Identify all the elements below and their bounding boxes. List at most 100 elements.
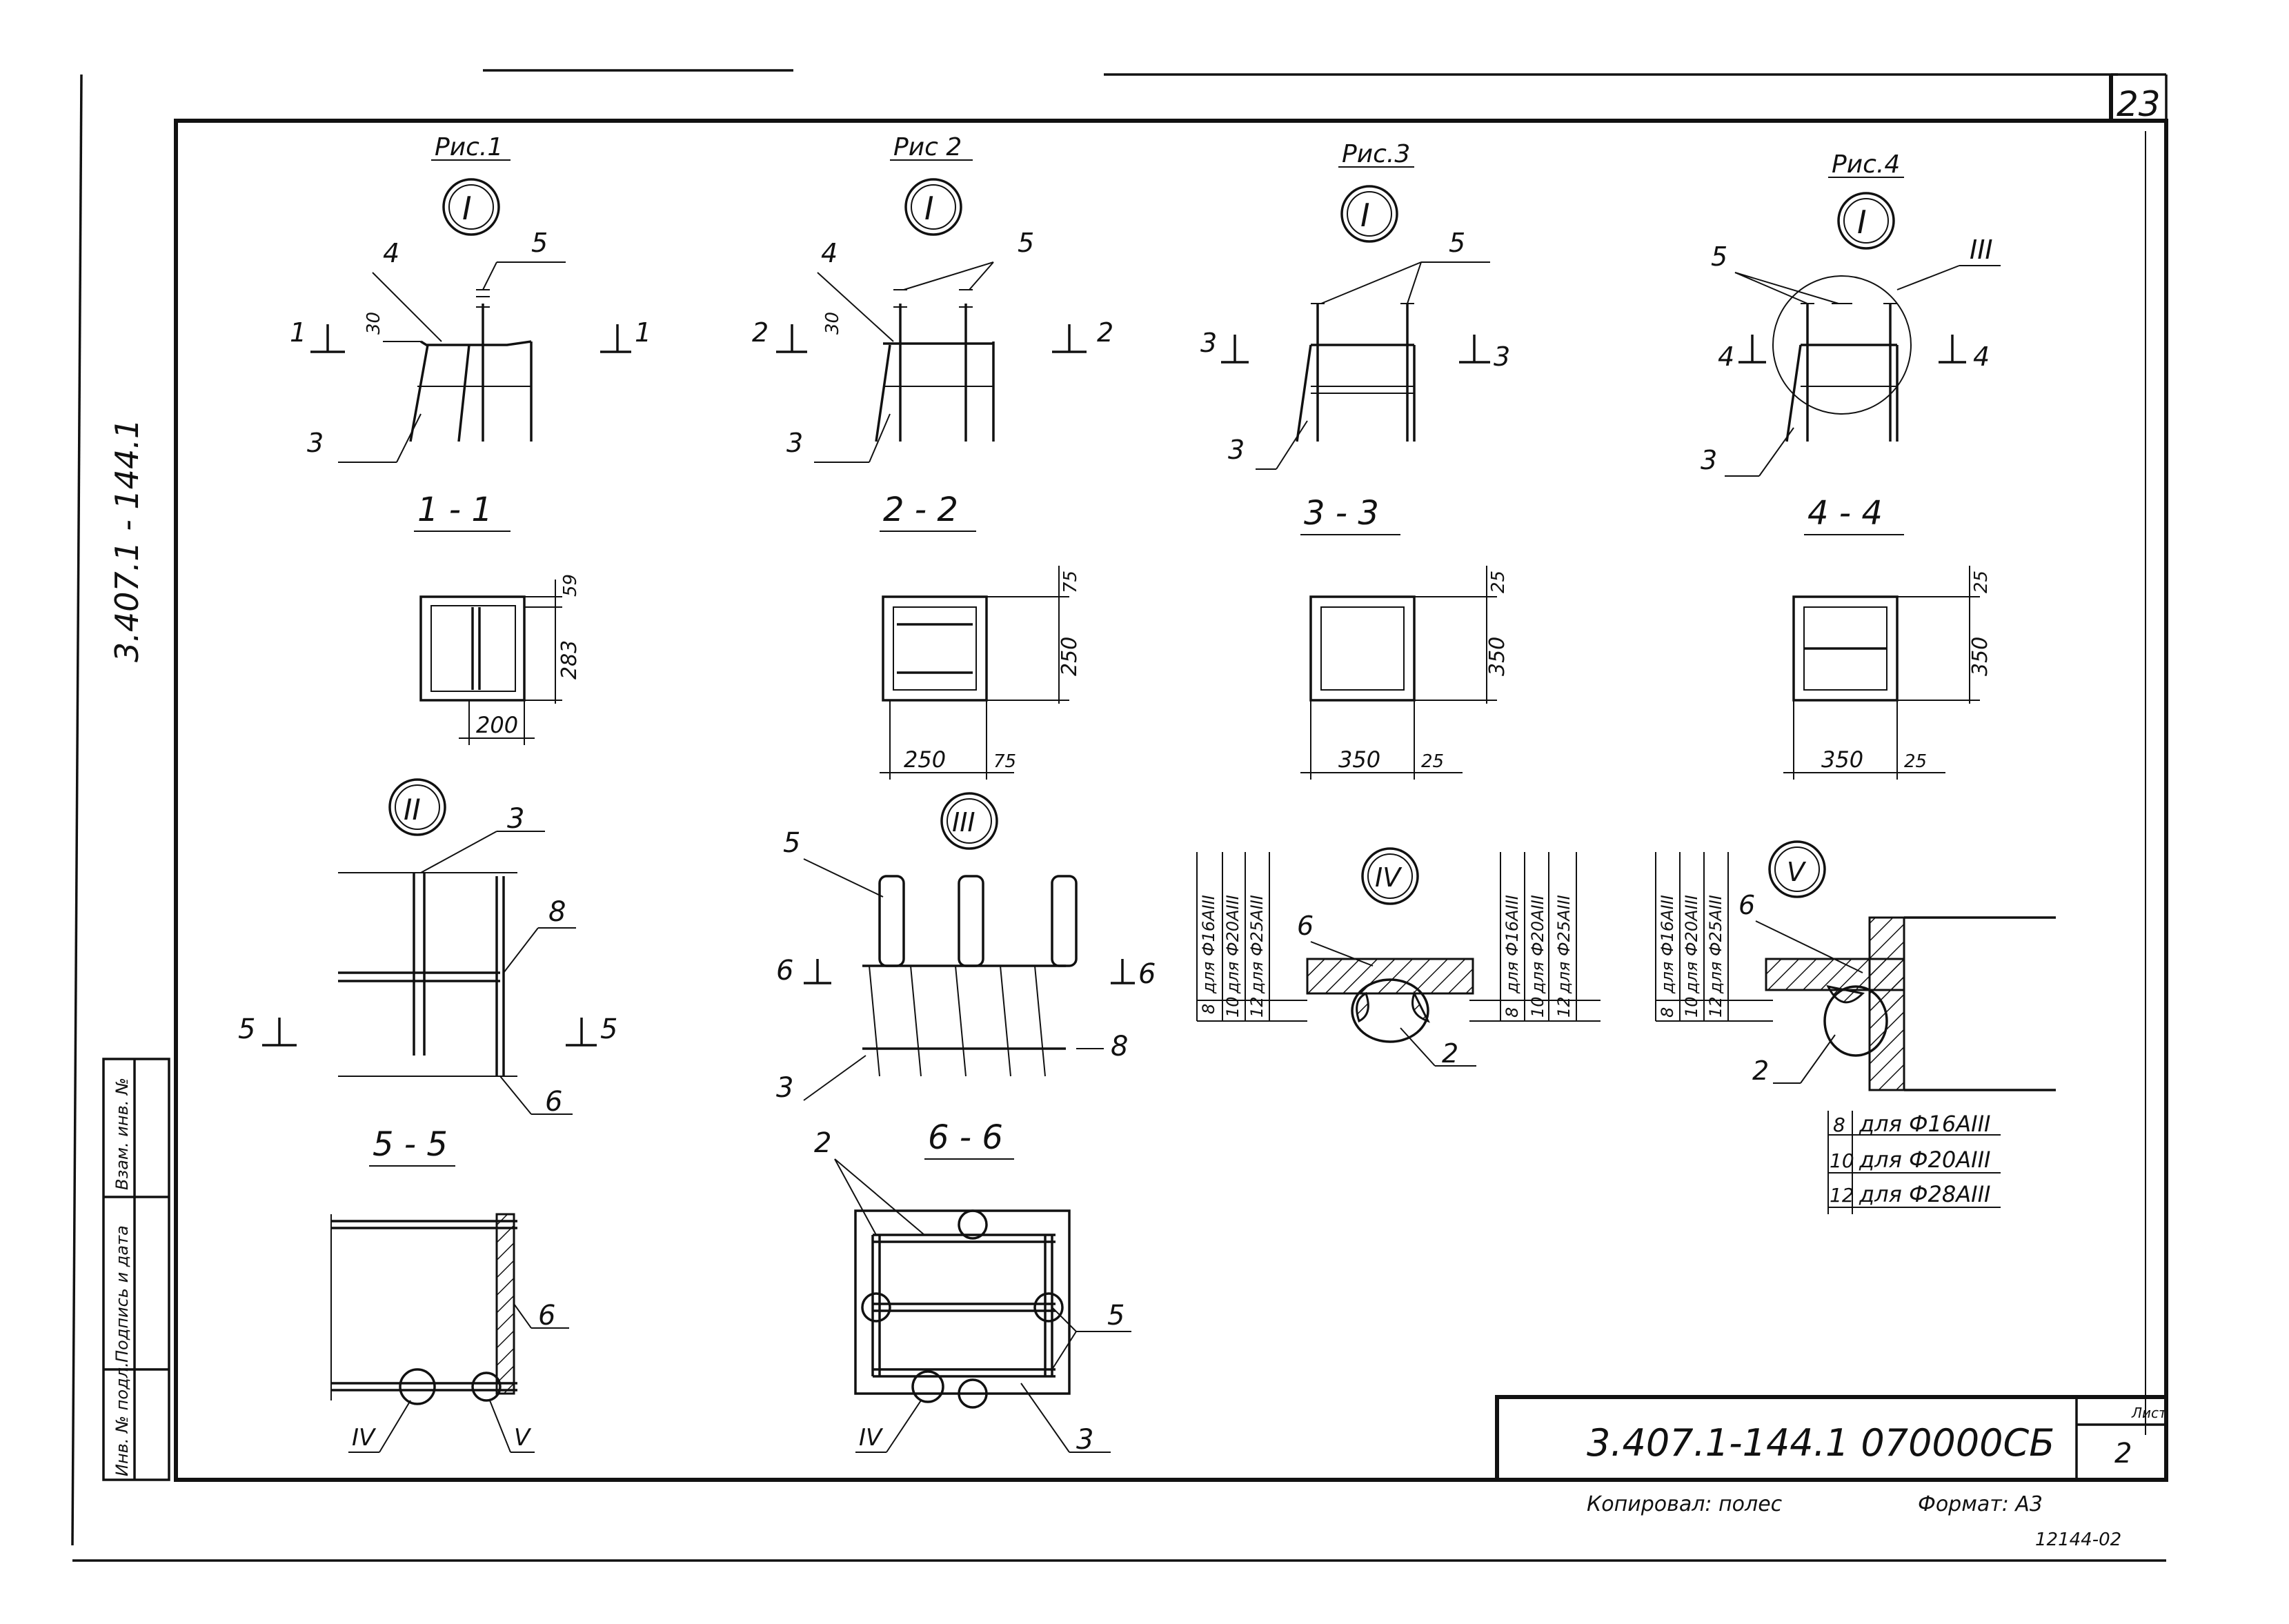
- dim: 283: [557, 640, 582, 680]
- callout-2: 2: [1442, 1038, 1458, 1069]
- list-number: 2: [2114, 1438, 2132, 1469]
- weld-size: 10: [1528, 996, 1547, 1018]
- dim: 350: [1821, 746, 1863, 773]
- weld-size: 8: [1658, 1007, 1677, 1018]
- weld-label: для Ф20АIII: [1528, 895, 1547, 994]
- dim: 350: [1338, 746, 1380, 773]
- weld-label: для Ф20АIII: [1682, 895, 1701, 994]
- figure-title: Рис.3: [1342, 140, 1410, 168]
- doc-code: 3.407.1-144.1 070000СБ: [1587, 1421, 2054, 1465]
- cut-right: 3: [1494, 341, 1510, 372]
- dim-30: 30: [364, 312, 384, 335]
- list-label: Лист: [2131, 1405, 2168, 1421]
- callout-v: V: [514, 1424, 532, 1452]
- figure-ris1: Рис.1 I 30 1 1 4 5 3: [290, 133, 651, 463]
- cut-left: 2: [752, 317, 769, 348]
- weld-label: для Ф16АIII: [1859, 1111, 1990, 1137]
- callout-iv: IV: [859, 1424, 884, 1452]
- cut-left: 6: [776, 955, 793, 987]
- callout-3: 3: [1701, 445, 1717, 475]
- weld-size: 10: [1682, 996, 1701, 1018]
- side-code: 3.407.1 - 144.1: [108, 419, 146, 662]
- section-4-4: 4 - 4 25 350 350 25: [1783, 494, 1992, 780]
- node-label: IV: [1375, 862, 1403, 893]
- stamp-col-3: Взам. инв. №: [112, 1078, 132, 1190]
- cut-left: 1: [290, 317, 306, 348]
- node-label: I: [1360, 197, 1370, 234]
- cut-left: 4: [1718, 341, 1734, 372]
- left-stamp: Инв. № подл. Подпись и дата Взам. инв. №: [102, 1058, 170, 1481]
- weld-label: для Ф25АIII: [1554, 895, 1574, 994]
- node-ii: II 3 8 6 5 5: [238, 778, 617, 1118]
- copied-label: Копировал: полес: [1587, 1492, 1783, 1516]
- cut-right: 6: [1138, 958, 1156, 990]
- dim: 250: [1058, 637, 1082, 676]
- weld-label: для Ф20АIII: [1859, 1147, 1990, 1173]
- callout-6: 6: [1738, 890, 1755, 920]
- weld-size: 10: [1830, 1149, 1854, 1172]
- weld-size: 8: [1833, 1113, 1845, 1136]
- figure-ris3: Рис.3 I 3 3 5 3: [1200, 140, 1510, 470]
- callout-4: 4: [821, 238, 838, 268]
- node-label: II: [404, 793, 421, 826]
- callout-5: 5: [783, 827, 800, 859]
- weld-size: 8: [1199, 1004, 1218, 1014]
- section-3-3: 3 - 3 25 350 350 25: [1300, 494, 1509, 780]
- callout-3: 3: [776, 1072, 793, 1104]
- callout-4: 4: [383, 238, 399, 268]
- title-block: 3.407.1-144.1 070000СБ Лист 2: [1495, 1395, 2168, 1482]
- weld-label: для Ф20АIII: [1223, 895, 1242, 994]
- cut-right: 5: [600, 1013, 617, 1045]
- callout-8: 8: [548, 896, 566, 928]
- section-2-2: 2 - 2 75 250 250 75: [880, 491, 1082, 780]
- stamp-col-1: Инв. № подл.: [112, 1362, 132, 1476]
- figure-ris2: Рис 2 I 30 2 2 4 5 3: [752, 133, 1113, 463]
- section-title: 3 - 3: [1304, 494, 1379, 533]
- stamp-col-2: Подпись и дата: [112, 1225, 132, 1363]
- dim: 59: [560, 574, 581, 597]
- callout-3: 3: [786, 428, 803, 458]
- dim: 25: [1904, 751, 1927, 772]
- section-title: 5 - 5: [373, 1125, 448, 1164]
- section-5-5: 5 - 5 6 IV V: [330, 1125, 569, 1453]
- dim: 25: [1421, 751, 1444, 772]
- section-title: 4 - 4: [1807, 494, 1883, 533]
- callout-3: 3: [307, 428, 324, 458]
- weld-size: 8: [1503, 1007, 1522, 1018]
- callout-5: 5: [531, 228, 548, 258]
- node-ref-iii: III: [1970, 235, 1993, 265]
- callout-5: 5: [1107, 1300, 1124, 1331]
- page-number: 23: [2117, 84, 2161, 124]
- weld-size: 12: [1554, 996, 1574, 1018]
- section-title: 6 - 6: [928, 1118, 1003, 1157]
- cut-right: 2: [1097, 317, 1113, 348]
- cut-left: 3: [1200, 328, 1217, 358]
- weld-label: для Ф28АIII: [1859, 1181, 1990, 1207]
- weld-label: для Ф16АIII: [1658, 895, 1677, 994]
- callout-6: 6: [1297, 911, 1314, 941]
- bottom-code: 12144-02: [2035, 1529, 2121, 1550]
- figure-title: Рис.4: [1832, 150, 1900, 179]
- section-title: 1 - 1: [417, 491, 493, 529]
- dim: 350: [1968, 637, 1992, 676]
- section-1-1: 1 - 1 59 283 200: [414, 491, 582, 745]
- callout-3: 3: [1076, 1424, 1093, 1456]
- callout-2: 2: [1752, 1056, 1769, 1086]
- callout-6: 6: [545, 1086, 562, 1118]
- callout-3: 3: [507, 803, 524, 835]
- callout-2: 2: [814, 1127, 831, 1159]
- weld-label: для Ф25АIII: [1706, 895, 1725, 994]
- figure-title: Рис 2: [893, 133, 962, 161]
- cut-right: 4: [1973, 341, 1990, 372]
- dim: 350: [1485, 637, 1509, 676]
- node-v: V 6 2: [1738, 840, 2056, 1091]
- figure-title: Рис.1: [435, 133, 503, 161]
- dim: 200: [476, 712, 518, 738]
- node-label: V: [1787, 857, 1807, 887]
- dim: 25: [1971, 571, 1992, 593]
- callout-5: 5: [1018, 228, 1034, 258]
- cut-right: 1: [635, 317, 651, 348]
- callout-iv: IV: [352, 1424, 377, 1452]
- node-label: I: [924, 190, 934, 227]
